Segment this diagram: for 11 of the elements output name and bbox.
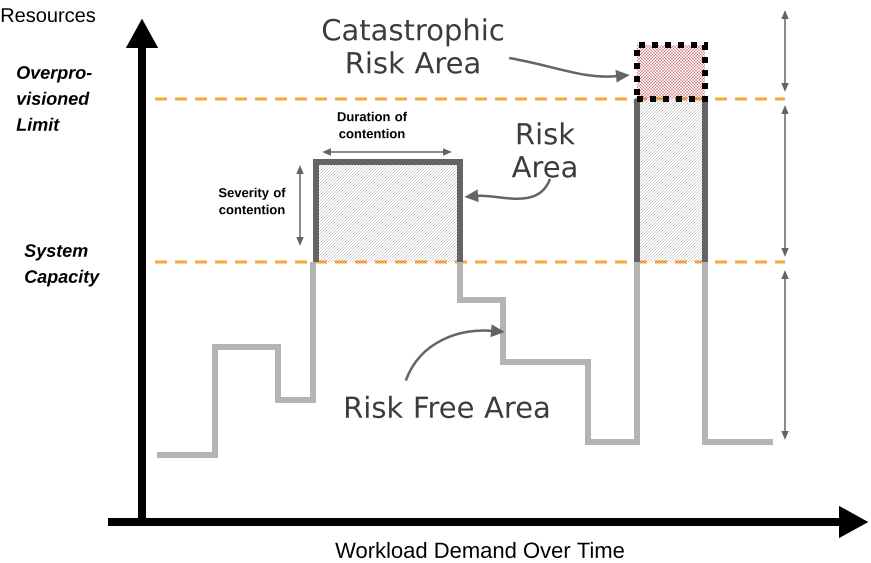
dimension-label: Duration of contention [338,112,408,138]
axis-title: Resources [2,8,96,22]
area-label: Risk Free Area [346,396,548,418]
dimension-label: Severity of contention [218,188,286,214]
area-label: Catastrophic Risk Area [322,18,503,74]
risk-region [313,159,463,262]
axis-title: Workload Demand Over Time [335,542,624,558]
level-label: Overpro-visioned Limit [16,66,92,131]
area-label: Risk Area [512,122,576,178]
catastrophic-region [634,42,708,102]
level-label: System Capacity [24,244,100,286]
